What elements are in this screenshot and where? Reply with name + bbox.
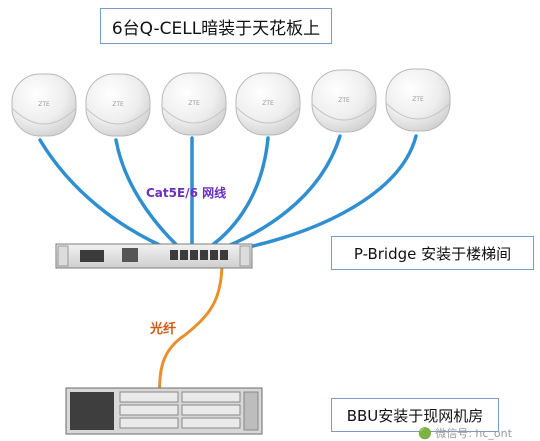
watermark-label: 🟢 微信号: hc_ont [418, 427, 512, 440]
qcell-device: ZTE [11, 73, 77, 137]
network-cables [38, 134, 418, 254]
qcell-logo: ZTE [338, 97, 350, 104]
qcell-logo: ZTE [412, 96, 424, 103]
qcell-device: ZTE [311, 69, 377, 133]
bbu-device [65, 387, 263, 435]
cable-type-label: Cat5E/6 网线 [146, 186, 227, 200]
qcell-logo: ZTE [112, 101, 124, 108]
qcell-logo: ZTE [38, 101, 50, 108]
qcell-device: ZTE [85, 73, 151, 137]
qcell-group: ZTE ZTE ZTE ZTE ZTE ZTE [11, 68, 451, 137]
qcell-logo: ZTE [188, 100, 200, 107]
network-cable [210, 134, 342, 254]
pbridge-device [55, 243, 253, 269]
fiber-cable [158, 260, 224, 404]
qcell-device: ZTE [235, 72, 301, 136]
pbridge-label: P-Bridge 安装于楼梯间 [331, 236, 534, 270]
fiber-label: 光纤 [150, 322, 177, 337]
qcell-logo: ZTE [262, 100, 274, 107]
bbu-label: BBU安装于现网机房 [331, 398, 499, 432]
qcell-device: ZTE [385, 68, 451, 132]
qcell-device: ZTE [161, 72, 227, 136]
qcell-title-label: 6台Q-CELL暗装于天花板上 [100, 8, 332, 44]
network-cable [38, 138, 178, 254]
